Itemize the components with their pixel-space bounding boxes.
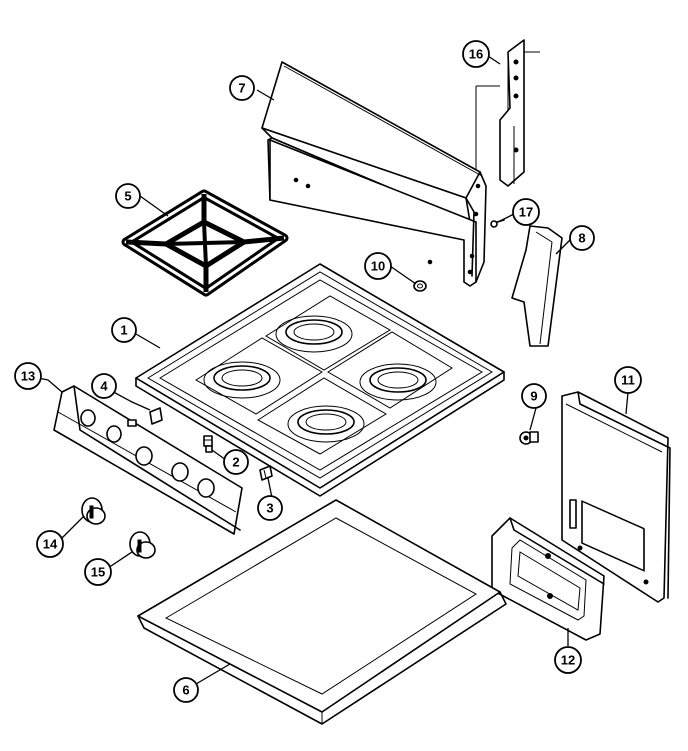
callout-label: 10 <box>371 259 385 274</box>
callout-label: 16 <box>469 47 483 62</box>
side-panel-part <box>561 391 671 603</box>
callout-5: 5 <box>115 183 141 209</box>
callout-label: 14 <box>43 537 58 552</box>
grate-part <box>121 189 289 297</box>
callout-10: 10 <box>364 252 392 280</box>
cooktop-part <box>135 263 505 497</box>
callout-label: 13 <box>21 369 35 384</box>
callout-6: 6 <box>173 677 199 703</box>
callout-label: 9 <box>530 389 537 404</box>
callout-9: 9 <box>521 383 547 409</box>
clip-part <box>149 407 163 425</box>
callout-label: 11 <box>621 373 635 388</box>
callout-label: 6 <box>182 683 189 698</box>
bushing-part <box>519 431 539 445</box>
callout-label: 2 <box>232 455 239 470</box>
callout-16: 16 <box>462 40 490 68</box>
callout-label: 3 <box>266 501 273 516</box>
callout-label: 17 <box>519 205 533 220</box>
callout-label: 5 <box>124 189 131 204</box>
callout-label: 8 <box>578 231 585 246</box>
callout-7: 7 <box>229 75 255 101</box>
callout-label: 15 <box>91 565 105 580</box>
knob-alt-part <box>129 531 156 559</box>
callout-label: 4 <box>100 379 108 394</box>
backguard-part <box>261 61 487 287</box>
callout-2: 2 <box>223 449 249 475</box>
callout-15: 15 <box>84 558 112 586</box>
end-trim-part <box>511 225 563 347</box>
bottom-panel-part <box>137 499 507 725</box>
callout-12: 12 <box>554 646 582 674</box>
callout-17: 17 <box>512 198 540 226</box>
nut-part <box>413 280 427 292</box>
spud-part <box>203 435 213 453</box>
control-panel-part <box>53 385 243 535</box>
callout-label: 12 <box>561 653 575 668</box>
callout-11: 11 <box>614 366 642 394</box>
screw-part <box>490 219 505 228</box>
callout-4: 4 <box>91 373 117 399</box>
callout-13: 13 <box>14 362 42 390</box>
callout-14: 14 <box>36 530 64 558</box>
small-clip-part <box>259 465 273 481</box>
callout-1: 1 <box>111 317 137 343</box>
callout-3: 3 <box>257 495 283 521</box>
callout-label: 7 <box>238 81 245 96</box>
knob-part <box>81 497 106 525</box>
callout-label: 1 <box>120 323 127 338</box>
callout-8: 8 <box>569 225 595 251</box>
side-bracket-part <box>475 39 540 187</box>
